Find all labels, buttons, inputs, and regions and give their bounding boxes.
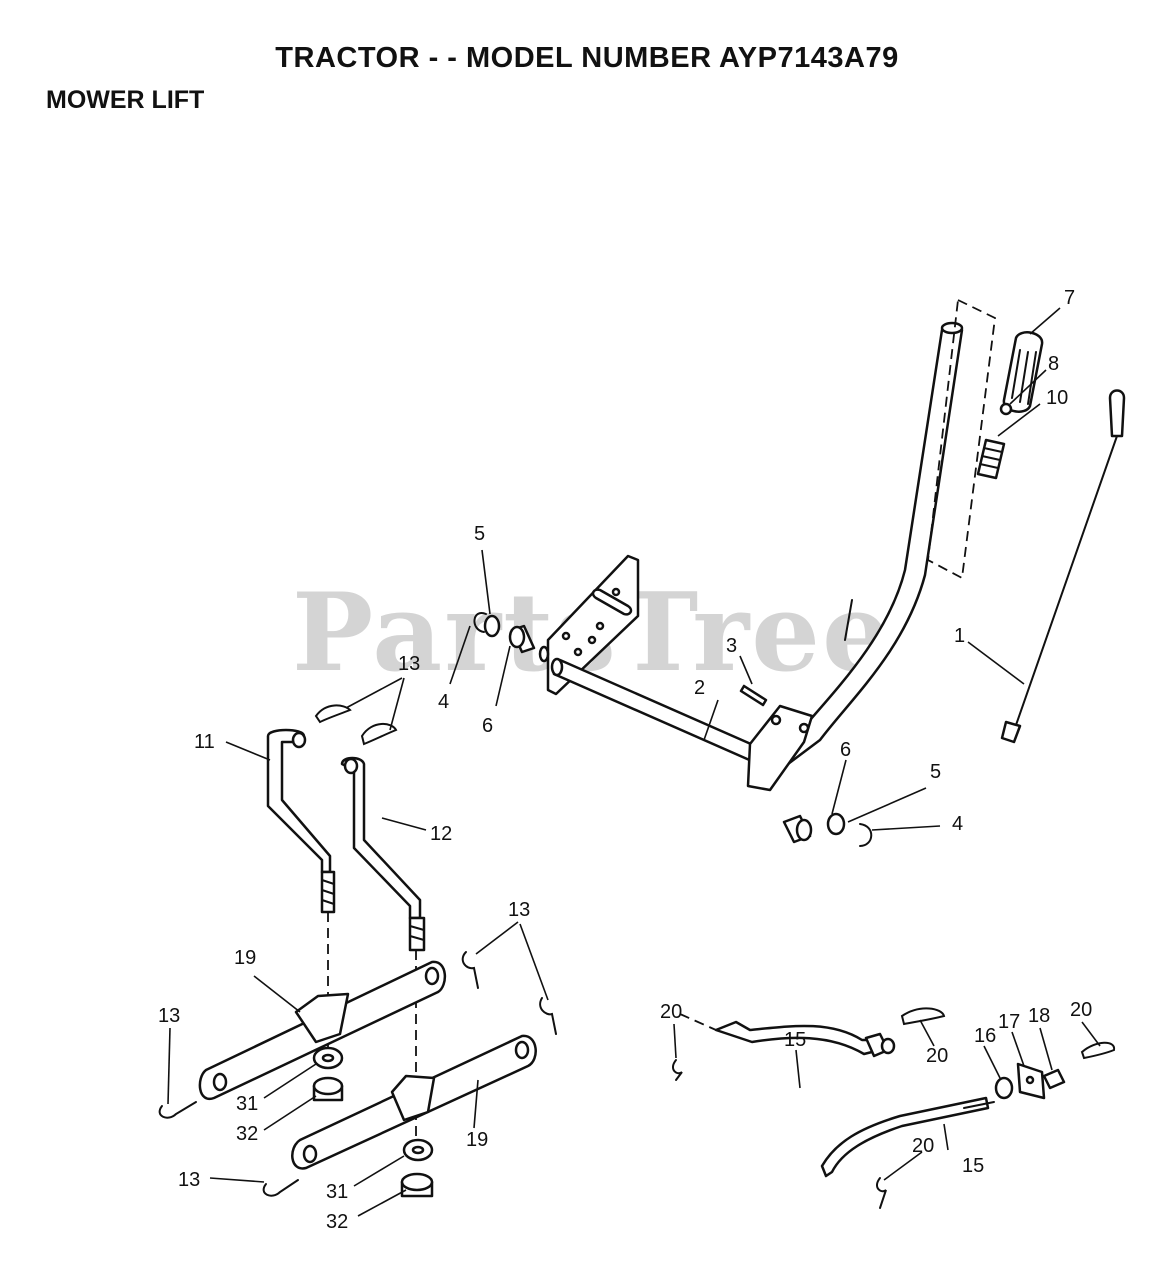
callout-7: 7 [1064,287,1075,309]
bushing-right[interactable] [782,814,813,844]
handle-spring[interactable] [976,438,1006,480]
callout-31-lower: 31 [326,1181,348,1203]
callout-4-left: 4 [438,691,449,713]
callout-20-middle: 20 [926,1045,948,1067]
hairpin-clip[interactable] [461,951,479,989]
deck-rod-lower[interactable] [820,1096,995,1178]
leader-lines [167,307,1101,1217]
callout-15-upper: 15 [784,1029,806,1051]
hairpin-clip[interactable] [539,997,557,1035]
callout-18: 18 [1028,1005,1050,1027]
lift-handle[interactable] [770,321,964,772]
callout-12: 12 [430,823,452,845]
deck-rod-upper[interactable] [714,1020,896,1058]
hairpin-clip[interactable] [360,723,398,746]
callout-13-top: 13 [398,653,420,675]
washer-right[interactable] [826,812,846,836]
callout-32-lower: 32 [326,1211,348,1233]
lift-arm-lower[interactable] [291,1034,537,1170]
callout-15-lower: 15 [962,1155,984,1177]
callout-5-right: 5 [930,761,941,783]
callout-19-lower: 19 [466,1129,488,1151]
callouts: 7 8 10 1 2 3 5 4 6 6 5 4 13 11 12 13 19 … [158,287,1092,1233]
hairpin-clip[interactable] [876,1177,887,1209]
callout-6-right: 6 [840,739,851,761]
callout-16: 16 [974,1025,996,1047]
lift-shaft[interactable] [550,657,814,792]
knob-insert[interactable] [999,402,1013,416]
bushing-left[interactable] [508,624,536,654]
alignment-line [679,1013,717,1031]
diagram-title: TRACTOR - - MODEL NUMBER AYP7143A79 [275,42,899,74]
hairpin-clip[interactable] [158,1101,197,1119]
hairpin-clip[interactable] [1080,1041,1116,1060]
callout-13-left: 13 [158,1005,180,1027]
adjustment-nut[interactable] [1042,1068,1066,1090]
callout-2: 2 [694,677,705,699]
bushing-upper[interactable] [312,1046,344,1070]
shaft-end-left [538,645,550,663]
washer-left[interactable] [483,614,501,638]
callout-20-right: 20 [1070,999,1092,1021]
lift-link-right[interactable] [340,756,426,952]
lift-rod[interactable] [1000,389,1126,744]
callout-4-right: 4 [952,813,963,835]
washer-rod[interactable] [994,1076,1014,1100]
handle-grip[interactable] [1002,331,1044,413]
callout-13-middle: 13 [508,899,530,921]
callout-20-left: 20 [660,1001,682,1023]
callout-10: 10 [1046,387,1068,409]
bushing-lower[interactable] [402,1138,434,1162]
section-title: MOWER LIFT [46,86,205,114]
callout-6-left: 6 [482,715,493,737]
callout-17: 17 [998,1011,1020,1033]
callout-32-upper: 32 [236,1123,258,1145]
nut-lower[interactable] [400,1172,434,1198]
nut-upper[interactable] [312,1076,344,1102]
hairpin-clip[interactable] [900,1007,946,1026]
callout-1: 1 [954,625,965,647]
hairpin-clip[interactable] [314,704,352,724]
callout-31-upper: 31 [236,1093,258,1115]
hairpin-clip[interactable] [262,1179,299,1197]
callout-8: 8 [1048,353,1059,375]
callout-20-bottom: 20 [912,1135,934,1157]
lift-link-left[interactable] [266,728,336,914]
retainer-clip-left[interactable] [473,611,487,633]
callout-13-bottom: 13 [178,1169,200,1191]
adjustment-bracket[interactable] [1016,1062,1046,1100]
lift-arm-upper[interactable] [198,960,446,1101]
callout-11: 11 [194,731,215,753]
callout-5-left: 5 [474,523,485,545]
mounting-plate[interactable] [546,554,640,696]
hairpin-clip[interactable] [672,1059,683,1081]
callout-3: 3 [726,635,737,657]
lift-pin[interactable] [739,684,768,707]
callout-19-upper: 19 [234,947,256,969]
retainer-clip-right[interactable] [859,823,873,847]
